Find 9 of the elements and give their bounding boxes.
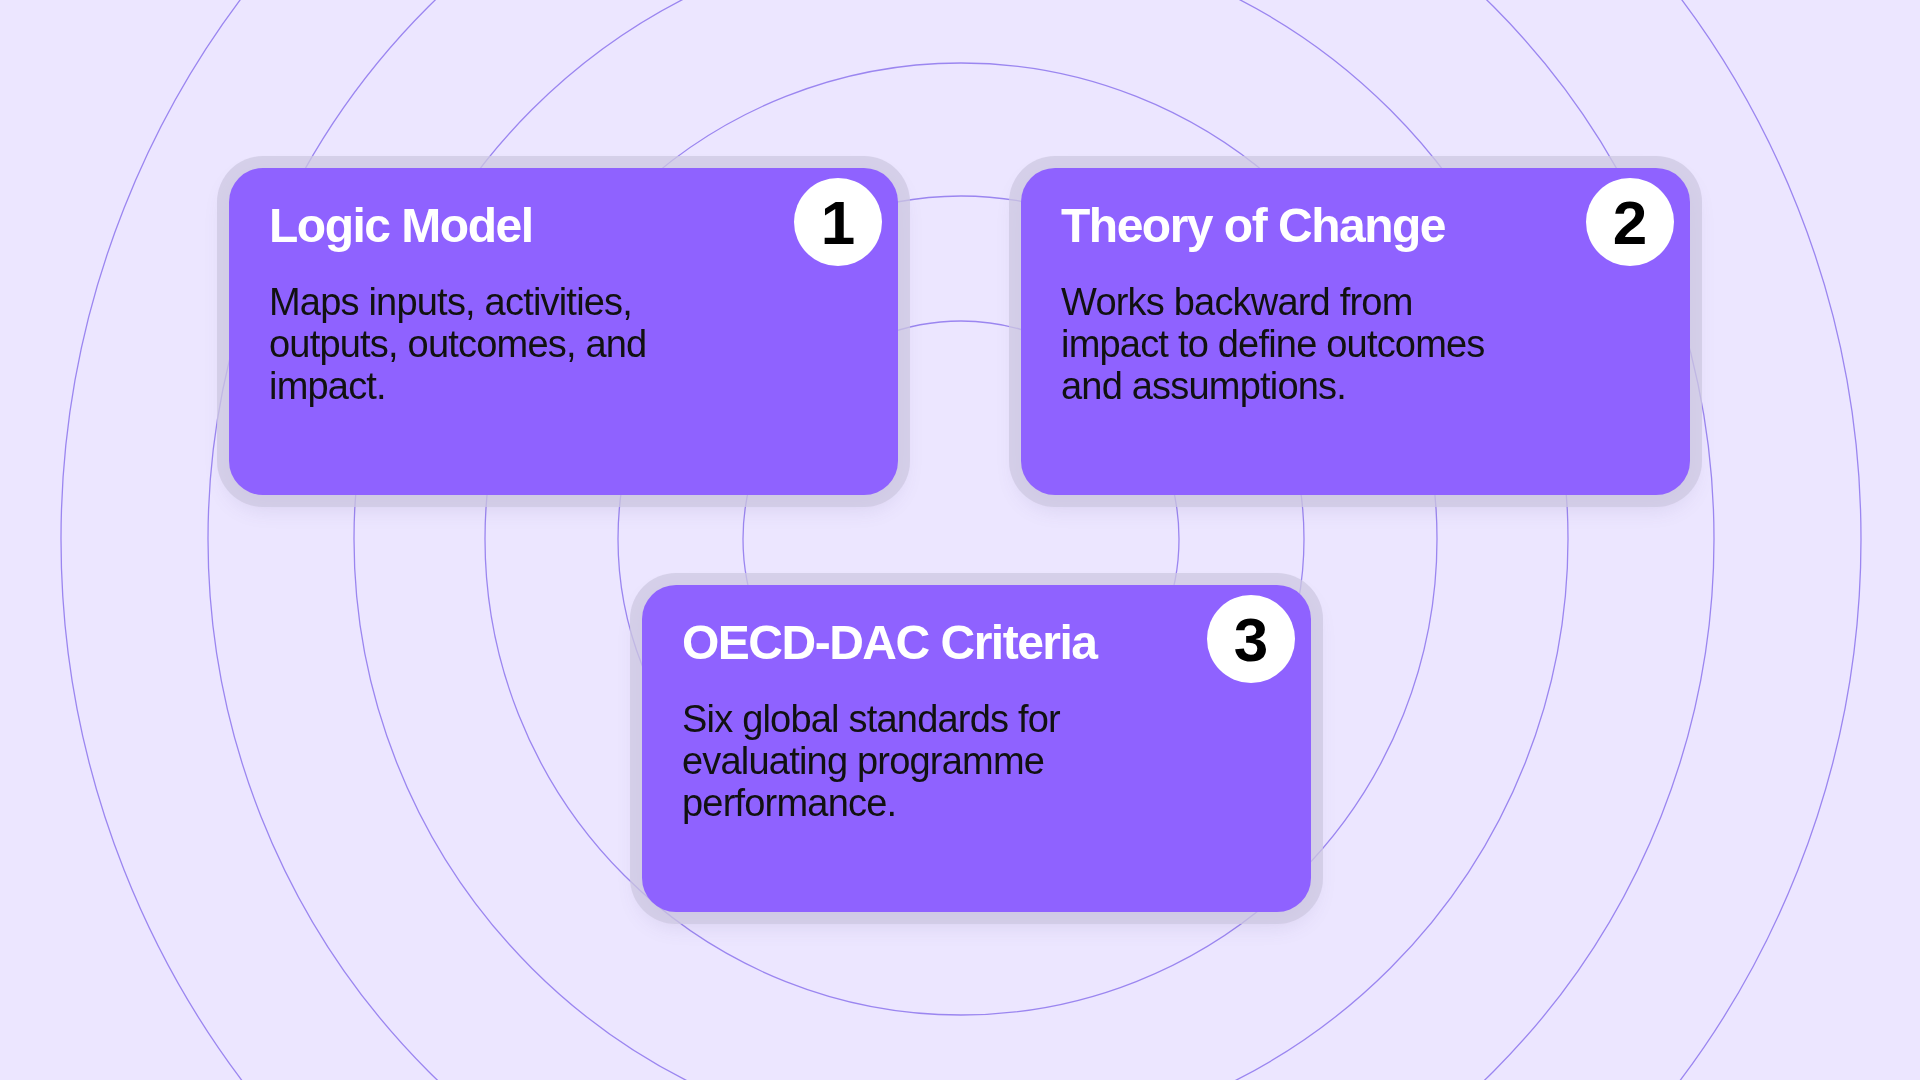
card-heading: Logic Model [269,198,533,253]
card-description: Six global standards for evaluating programme performance. [682,698,1061,824]
card-heading: Theory of Change [1061,198,1446,253]
number-badge: 3 [1207,595,1295,683]
number-badge: 1 [794,178,882,266]
number-badge: 2 [1586,178,1674,266]
card-heading: OECD-DAC Criteria [682,615,1097,670]
card-description: Maps inputs, activities, outputs, outcomes, and impact. [269,281,648,407]
card-description: Works backward from impact to define outcomes and assumptions. [1061,281,1486,407]
